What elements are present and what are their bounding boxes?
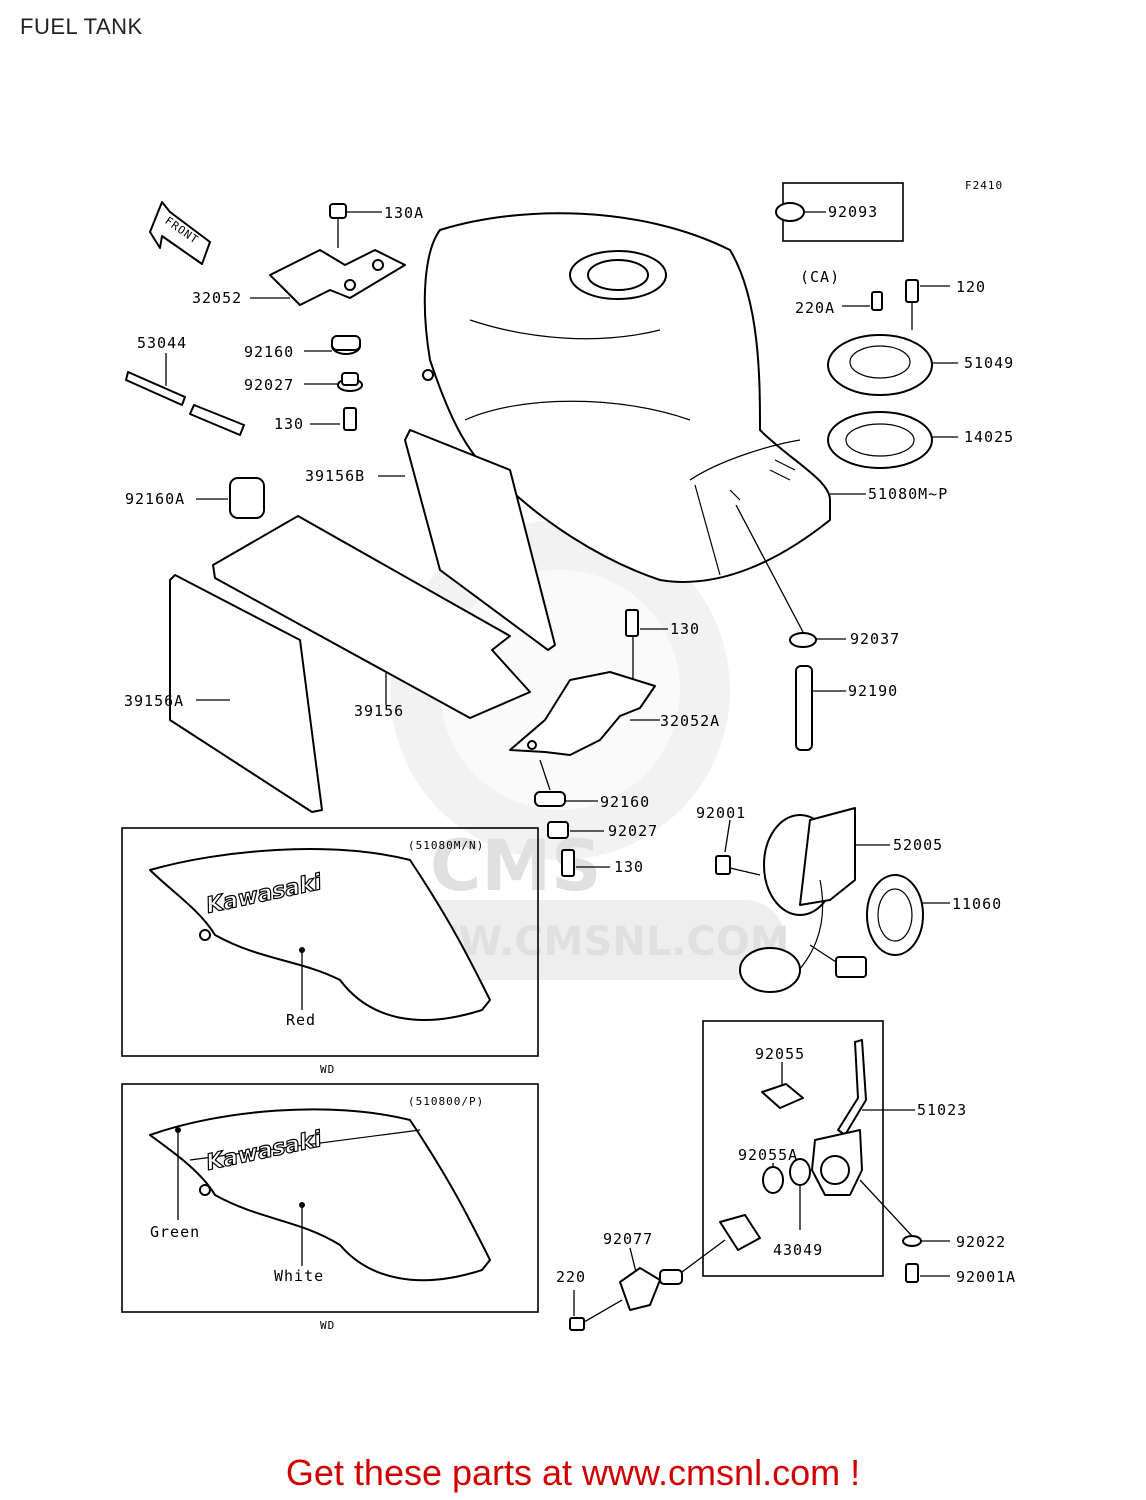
inset-bottom-variant: (510800/P) — [408, 1095, 484, 1108]
part-label-14025[interactable]: 14025 — [964, 428, 1014, 446]
part-label-92055A[interactable]: 92055A — [738, 1146, 798, 1164]
collar-92027-lower-icon — [547, 821, 604, 839]
fuel-tank — [422, 212, 831, 583]
fuel-cock-51023 — [811, 1039, 915, 1196]
bolt-130-lower-icon — [561, 849, 610, 877]
part-label-92037[interactable]: 92037 — [850, 630, 900, 648]
page-title: FUEL TANK — [20, 14, 143, 39]
gasket-11060-icon — [866, 874, 950, 956]
part-label-92001A[interactable]: 92001A — [956, 1268, 1016, 1286]
parts-diagram: CMS WWW.CMSNL.COM F2410 FRONT — [121, 179, 1016, 1332]
part-label-11060[interactable]: 11060 — [952, 895, 1002, 913]
bolt-130-center-icon — [625, 609, 668, 637]
part-label-92160[interactable]: 92160 — [244, 343, 294, 361]
part-label-92077[interactable]: 92077 — [603, 1230, 653, 1248]
tank-cover-green-white — [149, 1108, 491, 1282]
part-label-39156B[interactable]: 39156B — [305, 467, 365, 485]
fuel-cock-box — [702, 1020, 884, 1277]
inset-box-bottom — [121, 1083, 539, 1313]
part-label-51080MP[interactable]: 51080M~P — [868, 485, 948, 503]
part-label-92022[interactable]: 92022 — [956, 1233, 1006, 1251]
color-label-red: Red — [286, 1011, 316, 1029]
screw-220-icon — [569, 1290, 623, 1331]
figure-id: F2410 — [965, 179, 1003, 192]
inset-box-top — [121, 827, 539, 1057]
knob-92077-icon — [619, 1239, 726, 1311]
bolt-92001A-icon — [905, 1263, 950, 1283]
pad-39156 — [212, 515, 531, 719]
color-label-green: Green — [150, 1223, 200, 1241]
grommet-92160-lower-icon — [534, 759, 598, 807]
part-label-130A[interactable]: 130A — [384, 204, 424, 222]
screw-220A-icon — [842, 291, 883, 311]
part-label-220[interactable]: 220 — [556, 1268, 586, 1286]
pad-39156B — [378, 429, 556, 651]
part-label-92093[interactable]: 92093 — [828, 203, 878, 221]
part-label-CA[interactable]: (CA) — [800, 268, 840, 286]
grommet-92160-icon — [304, 335, 361, 355]
collar-92027-icon — [304, 372, 363, 392]
part-label-32052A[interactable]: 32052A — [660, 712, 720, 730]
pad-39156A — [169, 574, 323, 813]
fuel-cap-51049-icon — [827, 334, 958, 396]
clamp-92037-icon — [735, 504, 846, 648]
part-label-92160A[interactable]: 92160A — [125, 490, 185, 508]
part-label-130[interactable]: 130 — [274, 415, 304, 433]
strip-53044-icon — [125, 353, 245, 436]
part-label-52005[interactable]: 52005 — [893, 836, 943, 854]
part-label-130-center[interactable]: 130 — [670, 620, 700, 638]
part-label-39156[interactable]: 39156 — [354, 702, 404, 720]
part-label-92001[interactable]: 92001 — [696, 804, 746, 822]
gasket-92055-icon — [761, 1062, 804, 1109]
seal-43049-icon — [789, 1158, 811, 1230]
inset-top-variant: (51080M/N) — [408, 839, 484, 852]
part-label-53044[interactable]: 53044 — [137, 334, 187, 352]
washer-92022-icon — [859, 1179, 950, 1247]
front-arrow-icon: FRONT — [149, 201, 211, 265]
part-label-51049[interactable]: 51049 — [964, 354, 1014, 372]
part-label-92027[interactable]: 92027 — [244, 376, 294, 394]
color-label-white: White — [274, 1267, 324, 1285]
part-label-43049[interactable]: 43049 — [773, 1241, 823, 1259]
part-label-92055[interactable]: 92055 — [755, 1045, 805, 1063]
lever-plate-icon — [719, 1214, 761, 1251]
footer-cta-link[interactable]: Get these parts at www.cmsnl.com ! — [285, 1452, 861, 1493]
fuel-gauge-52005 — [739, 807, 890, 993]
part-label-92160-lower[interactable]: 92160 — [600, 793, 650, 811]
part-label-130-lower[interactable]: 130 — [614, 858, 644, 876]
part-label-51023[interactable]: 51023 — [917, 1101, 967, 1119]
cap-92093-icon — [775, 202, 826, 222]
bracket-32052A — [509, 628, 660, 756]
part-label-39156A[interactable]: 39156A — [124, 692, 184, 710]
o-ring-92055A-icon — [762, 1163, 784, 1194]
bolt-130A-icon — [329, 203, 382, 248]
part-label-220A[interactable]: 220A — [795, 299, 835, 317]
screw-120-icon — [905, 279, 950, 330]
inset-top-code: WD — [320, 1063, 335, 1076]
part-label-92190[interactable]: 92190 — [848, 682, 898, 700]
part-label-120[interactable]: 120 — [956, 278, 986, 296]
watermark-logo: CMS — [430, 825, 601, 907]
part-label-92027-lower[interactable]: 92027 — [608, 822, 658, 840]
hose-92190-icon — [795, 665, 846, 751]
tank-cover-red — [149, 848, 491, 1021]
bracket-32052 — [269, 249, 406, 306]
gasket-14025-icon — [827, 411, 958, 469]
bolt-92001-icon — [715, 819, 761, 876]
part-label-32052[interactable]: 32052 — [192, 289, 242, 307]
bolt-130-icon — [310, 407, 357, 431]
inset-bottom-code: WD — [320, 1319, 335, 1332]
damper-92160A-icon — [196, 477, 265, 519]
